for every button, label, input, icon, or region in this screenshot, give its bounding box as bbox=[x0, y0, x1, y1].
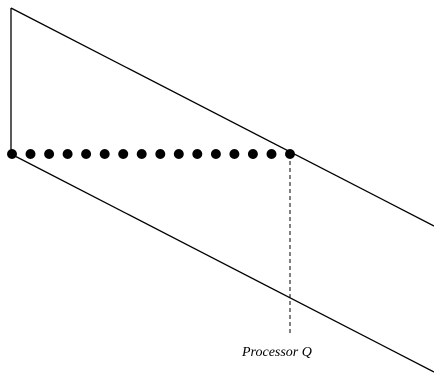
dotted-row bbox=[7, 149, 295, 159]
dot-3 bbox=[44, 149, 55, 159]
dot-11 bbox=[192, 149, 203, 159]
dot-10 bbox=[173, 149, 184, 159]
dot-9 bbox=[155, 149, 166, 159]
dot-14 bbox=[247, 149, 258, 159]
dot-13 bbox=[229, 149, 240, 159]
dot-1 bbox=[7, 149, 17, 159]
dot-4 bbox=[62, 149, 73, 159]
lower-diagonal-edge bbox=[10, 153, 434, 373]
upper-diagonal-edge bbox=[10, 7, 434, 227]
dot-16 bbox=[285, 149, 295, 159]
dot-8 bbox=[136, 149, 147, 159]
dot-5 bbox=[81, 149, 92, 159]
processor-q-label: Processor Q bbox=[241, 345, 312, 360]
dot-6 bbox=[99, 149, 110, 159]
dot-7 bbox=[118, 149, 129, 159]
dot-2 bbox=[25, 149, 36, 159]
dot-12 bbox=[210, 149, 221, 159]
dot-15 bbox=[266, 149, 277, 159]
